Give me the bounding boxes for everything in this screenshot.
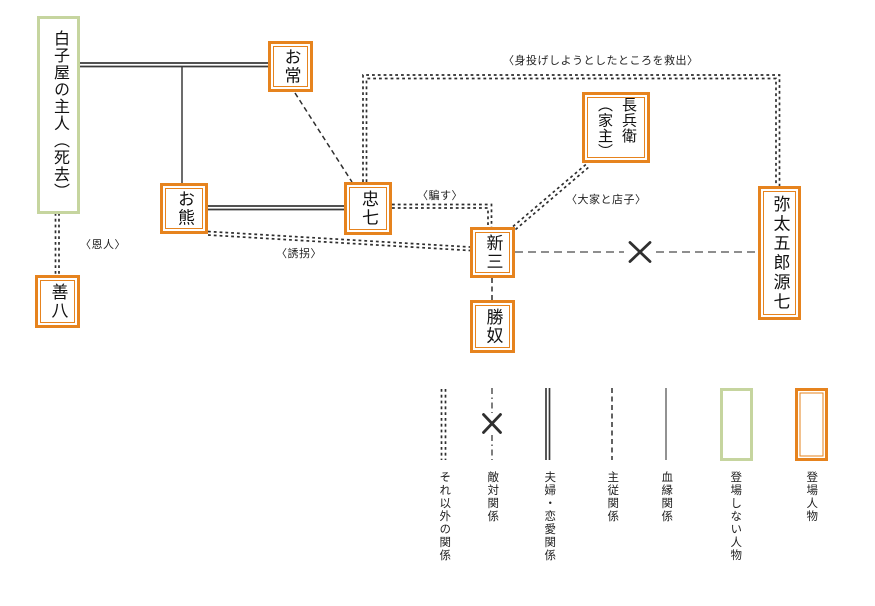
node-chobei: 長兵衛 （家主） (582, 92, 650, 163)
legend-label-appearing: 登場人物 (805, 471, 818, 523)
legend-line-other (440, 389, 447, 460)
legend-label-couple: 夫婦・恋愛関係 (543, 471, 556, 562)
node-label: 白子屋の主人（死去） (50, 30, 68, 200)
edge-label-rescue: 〈身投げしようとしたところを救出〉 (503, 55, 699, 67)
edge-hostile-shinza-yatagoro (515, 241, 758, 263)
edge-couple-shirakoya-otsune (80, 62, 268, 68)
node-shinza: 新三 (470, 227, 515, 278)
node-label: お常 (281, 48, 301, 85)
legend-label-hostile: 敵対関係 (486, 471, 499, 523)
edge-master-otsune-chushichi (294, 92, 353, 183)
node-label: 忠七 (359, 190, 379, 227)
node-otsune: お常 (268, 41, 313, 92)
legend-box-appearing (795, 388, 828, 461)
node-katsuyakko: 勝奴 (470, 300, 515, 353)
edge-label-landlord-tenant: 〈大家と店子〉 (566, 194, 647, 206)
edge-other-shirakoya-zenpachi-benefactor (54, 213, 60, 275)
edge-label-kidnap: 〈誘拐〉 (276, 248, 322, 260)
legend-label-blood: 血縁関係 (660, 471, 673, 523)
node-label: 長兵衛 （家主） (596, 96, 637, 159)
node-label: お熊 (175, 190, 195, 227)
node-label: 新三 (483, 234, 503, 271)
edge-other-shinza-chobei-landlord (512, 162, 591, 231)
node-label: 勝奴 (483, 308, 503, 345)
legend-line-couple (545, 388, 551, 460)
edge-label-benefactor: 〈恩人〉 (80, 239, 126, 251)
legend-box-not-appearing (720, 388, 753, 461)
edge-couple-okuma-chushichi (208, 205, 344, 211)
node-chushichi: 忠七 (344, 182, 392, 235)
edge-label-deceive: 〈騙す〉 (417, 190, 463, 202)
edge-other-okuma-shinza-kidnap (207, 230, 471, 252)
node-label: 善八 (48, 283, 68, 320)
edge-other-chushichi-yatagoro-rescue (362, 74, 781, 186)
node-zenpachi: 善八 (35, 275, 80, 328)
node-shirakoya-master: 白子屋の主人（死去） (37, 16, 80, 214)
node-yatagoro-genshichi: 弥太五郎源七 (758, 186, 801, 320)
node-okuma: お熊 (160, 183, 208, 234)
node-label: 弥太五郎源七 (770, 194, 790, 312)
legend-label-master: 主従関係 (606, 471, 619, 523)
legend-label-other: それ以外の関係 (438, 471, 451, 562)
edge-other-chushichi-shinza-deceive (392, 203, 493, 227)
legend-line-hostile (482, 388, 502, 460)
legend-label-not-appearing: 登場しない人物 (729, 471, 742, 562)
